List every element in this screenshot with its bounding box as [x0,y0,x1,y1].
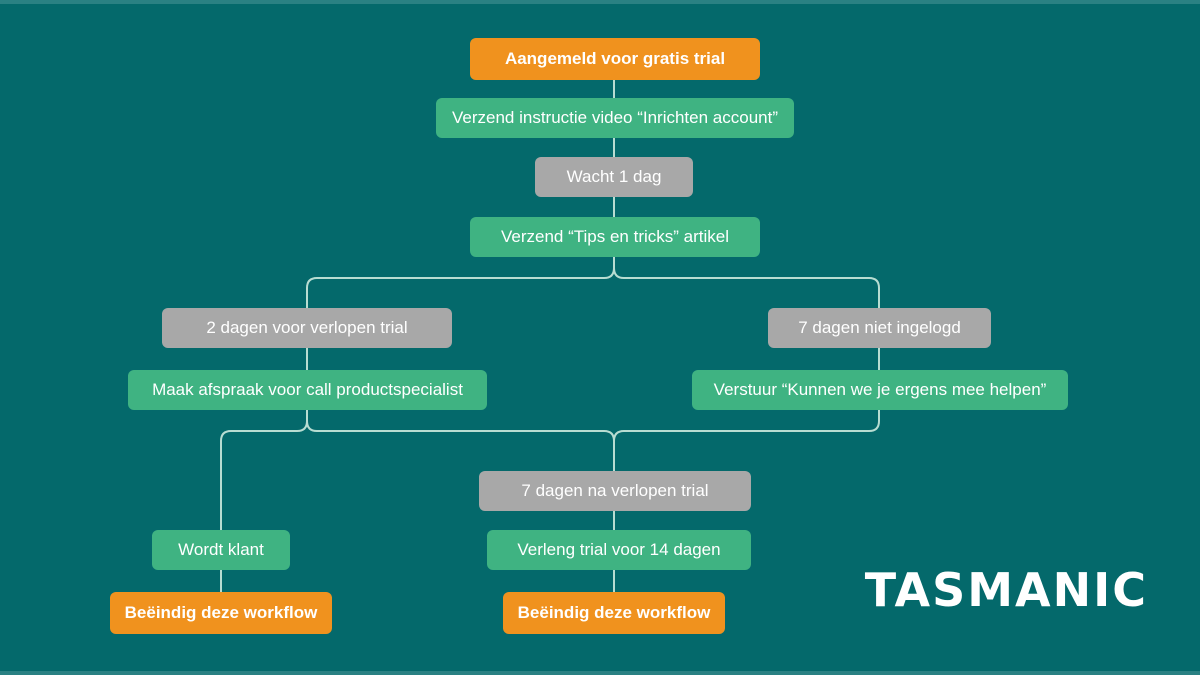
flow-node-n13[interactable]: Beëindig deze workflow [503,592,725,634]
top-edge-strip [0,0,1200,4]
flow-node-n3[interactable]: Wacht 1 dag [535,157,693,197]
flow-node-n2[interactable]: Verzend instructie video “Inrichten acco… [436,98,794,138]
flow-node-n1[interactable]: Aangemeld voor gratis trial [470,38,760,80]
flow-node-n5[interactable]: 2 dagen voor verlopen trial [162,308,452,348]
flow-node-n6[interactable]: 7 dagen niet ingelogd [768,308,991,348]
flow-node-n9[interactable]: 7 dagen na verlopen trial [479,471,751,511]
flow-node-n10[interactable]: Wordt klant [152,530,290,570]
flow-node-n12[interactable]: Beëindig deze workflow [110,592,332,634]
flow-node-n7[interactable]: Maak afspraak voor call productspecialis… [128,370,487,410]
flow-node-n4[interactable]: Verzend “Tips en tricks” artikel [470,217,760,257]
bottom-edge-strip [0,671,1200,675]
tasmanic-logo: TASMANIC [864,563,1148,617]
flow-node-n8[interactable]: Verstuur “Kunnen we je ergens mee helpen… [692,370,1068,410]
flow-node-n11[interactable]: Verleng trial voor 14 dagen [487,530,751,570]
